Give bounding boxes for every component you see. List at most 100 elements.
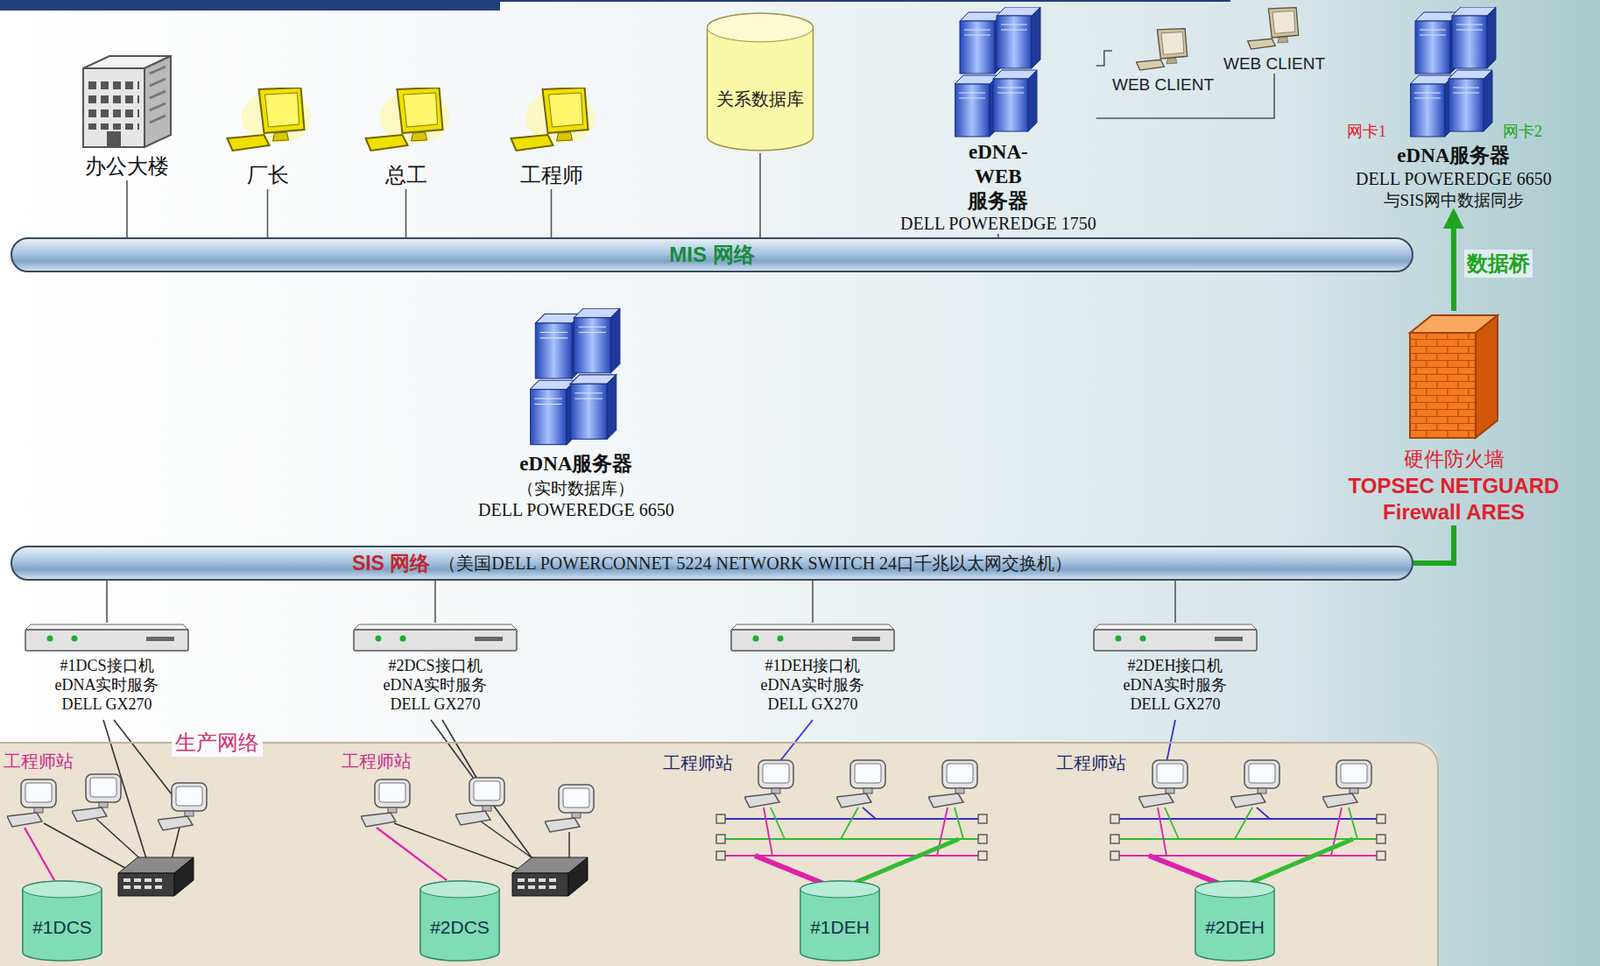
node-text: DELL POWEREDGE 6650 <box>478 500 675 521</box>
node-text: DELL GX270 <box>768 694 859 714</box>
node-text: 生产网络 <box>171 728 263 757</box>
node-text: 硬件防火墙 <box>1403 445 1505 473</box>
node-text: （实时数据库） <box>517 477 635 501</box>
user-computer-icon <box>221 87 314 158</box>
production-network-region: 生产网络#1DCS#2DCS#1DEH#2DEH <box>0 741 1439 966</box>
node-text: #1DCS <box>32 904 92 938</box>
user-computer: 厂长 <box>221 87 314 190</box>
title-rule <box>500 0 1231 2</box>
node-text: #1DCS接口机 <box>59 655 154 676</box>
web-server-icon <box>954 7 1043 139</box>
sis-network-band: SIS 网络 （美国DELL POWERCONNET 5224 NETWORK S… <box>10 545 1414 581</box>
control-database: #1DEH <box>798 879 882 963</box>
node-text: WEB CLIENT <box>1112 75 1214 95</box>
user-computer-icon-shape <box>366 87 451 151</box>
edna-realtime-server-icon-shape <box>529 308 621 445</box>
node-text: 办公大楼 <box>84 152 170 181</box>
interface-machine-icon-shape <box>353 624 517 651</box>
interface-machine-icon-shape <box>1093 624 1257 651</box>
user-computer-icon <box>505 87 598 158</box>
node-text: eDNA服务器 <box>1396 141 1510 170</box>
node-text: WEB CLIENT <box>1223 54 1326 74</box>
edna-realtime-server: eDNA服务器（实时数据库）DELL POWEREDGE 6650 <box>478 308 675 521</box>
cylinder-top <box>420 881 500 898</box>
node-text: eDNA实时服务 <box>761 675 866 695</box>
interface-machine-icon-shape <box>731 624 895 651</box>
interface-machine-icon <box>1092 622 1259 655</box>
network-link <box>105 580 108 623</box>
production-region-fill <box>0 741 1439 966</box>
web-client-icon <box>1245 7 1304 55</box>
station-label: 工程师站 <box>1056 751 1127 776</box>
network-link <box>405 189 408 238</box>
interface-machine-icon <box>729 622 896 655</box>
network-link <box>267 189 269 238</box>
node-text: DELL POWEREDGE 1750 <box>900 213 1097 234</box>
edna-server-icon-shape <box>1409 7 1496 137</box>
node-text: 厂长 <box>246 161 289 190</box>
nic-label: 网卡2 <box>1502 120 1543 142</box>
web-client: WEB CLIENT <box>1112 28 1214 95</box>
control-database: #1DCS <box>21 879 104 963</box>
node-text: 总工 <box>385 161 428 190</box>
network-link <box>550 189 553 238</box>
web-server: eDNA-WEB 服务器DELL POWEREDGE 1750 <box>900 7 1097 234</box>
cylinder-top <box>22 881 102 898</box>
node-text: #1DEH <box>810 904 870 938</box>
station-label: 工程师站 <box>341 749 412 774</box>
node-text: eDNA服务器 <box>519 450 633 478</box>
node-text: （美国DELL POWERCONNET 5224 NETWORK SWITCH … <box>438 551 1072 576</box>
node-text: 关系数据库 <box>716 52 804 112</box>
relational-database: 关系数据库 <box>704 10 816 154</box>
station-label: 工程师站 <box>662 751 734 776</box>
network-link <box>1096 50 1113 66</box>
hardware-firewall-icon-shape <box>1409 315 1498 438</box>
interface-machine: #1DCS接口机eDNA实时服务DELL GX270 <box>23 622 191 714</box>
data-bridge-arrow <box>1413 525 1454 564</box>
node-text: 与SIS网中数据同步 <box>1383 189 1524 212</box>
web-client-icon-shape <box>1136 28 1188 71</box>
web-client-icon-shape <box>1247 7 1299 50</box>
user-computer: 工程师 <box>505 87 598 190</box>
user-computer-icon-shape <box>227 87 312 151</box>
node-text: eDNA实时服务 <box>383 675 488 695</box>
mis-network-band: MIS 网络 <box>10 237 1414 273</box>
network-link <box>811 580 814 623</box>
cylinder-top <box>800 881 880 898</box>
node-text: MIS 网络 <box>669 240 755 269</box>
edge-label: 数据桥 <box>1464 249 1533 278</box>
network-link <box>1174 580 1177 623</box>
node-text: SIS 网络 <box>352 549 430 578</box>
cylinder-body <box>420 881 500 961</box>
node-text: TOPSEC NETGUARD Firewall ARES <box>1322 472 1586 526</box>
deh-network <box>716 760 1386 887</box>
dcs-network <box>7 774 594 896</box>
user-computer-icon <box>359 87 452 158</box>
edna-server-icon <box>1409 7 1498 139</box>
node-text: 工程师 <box>520 161 584 190</box>
user-computer: 总工 <box>359 87 452 190</box>
edna-realtime-server-icon <box>529 308 622 447</box>
network-link <box>1096 73 1275 119</box>
cylinder-body <box>1195 881 1275 961</box>
network-link <box>126 180 128 238</box>
node-text: #2DCS <box>429 904 490 938</box>
interface-machine: #1DEH接口机eDNA实时服务DELL GX270 <box>729 622 896 714</box>
hardware-firewall-icon <box>1405 310 1502 443</box>
interface-machine-icon <box>352 622 519 655</box>
cylinder-body <box>22 881 102 961</box>
hardware-firewall: 硬件防火墙TOPSEC NETGUARD Firewall ARES <box>1322 310 1586 526</box>
office-building-icon <box>74 50 180 149</box>
interface-machine: #2DCS接口机eDNA实时服务DELL GX270 <box>352 622 519 714</box>
network-link <box>434 580 437 623</box>
title-bar <box>0 0 501 11</box>
node-text: #1DEH接口机 <box>765 655 861 676</box>
web-client: WEB CLIENT <box>1223 7 1326 74</box>
interface-machine-icon-shape <box>25 624 189 651</box>
node-text: eDNA-WEB 服务器 <box>967 140 1029 214</box>
cylinder-body <box>707 13 814 150</box>
control-database: #2DCS <box>418 879 501 963</box>
edna-server: eDNA服务器DELL POWEREDGE 6650与SIS网中数据同步 <box>1355 7 1552 212</box>
node-text: DELL POWEREDGE 6650 <box>1355 169 1552 190</box>
